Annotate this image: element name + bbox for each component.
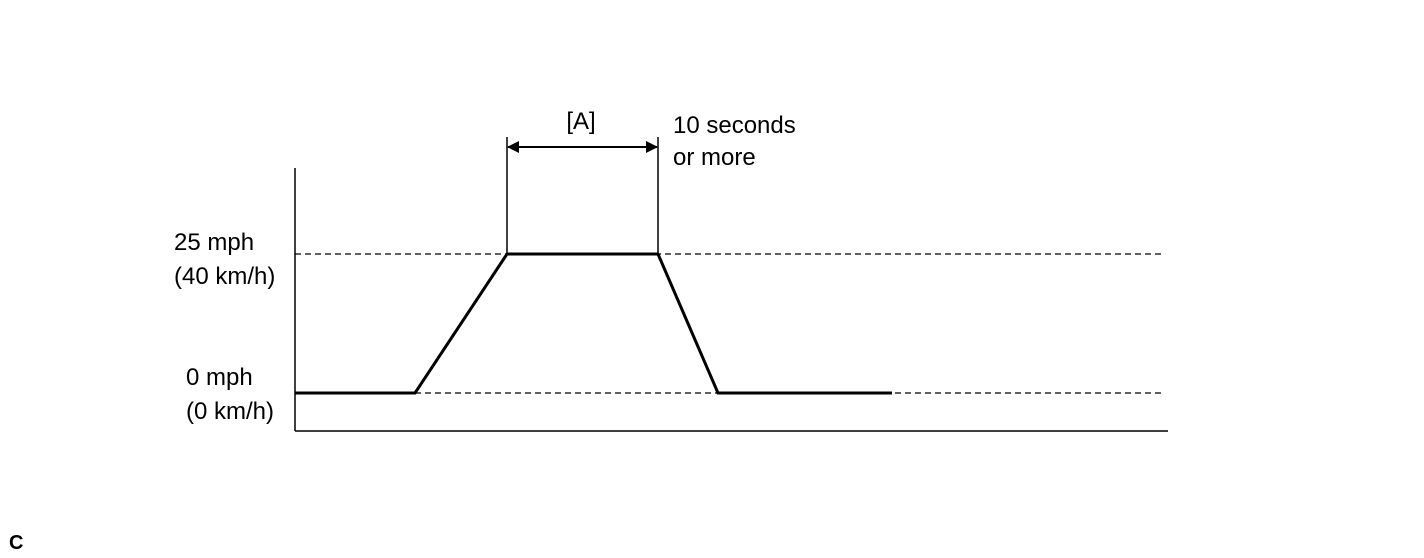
corner-mark: C xyxy=(9,532,23,554)
duration-label-line1: 10 seconds xyxy=(673,112,796,139)
duration-label-line2: or more xyxy=(673,144,756,171)
speed-low-label-line1: 0 mph xyxy=(186,364,253,391)
speed-high-label-line1: 25 mph xyxy=(174,229,254,256)
speed-profile-line xyxy=(295,252,892,395)
speed-high-label-line2: (40 km/h) xyxy=(174,263,275,290)
speed-low-label-line2: (0 km/h) xyxy=(186,398,274,425)
interval-label: [A] xyxy=(566,108,595,135)
